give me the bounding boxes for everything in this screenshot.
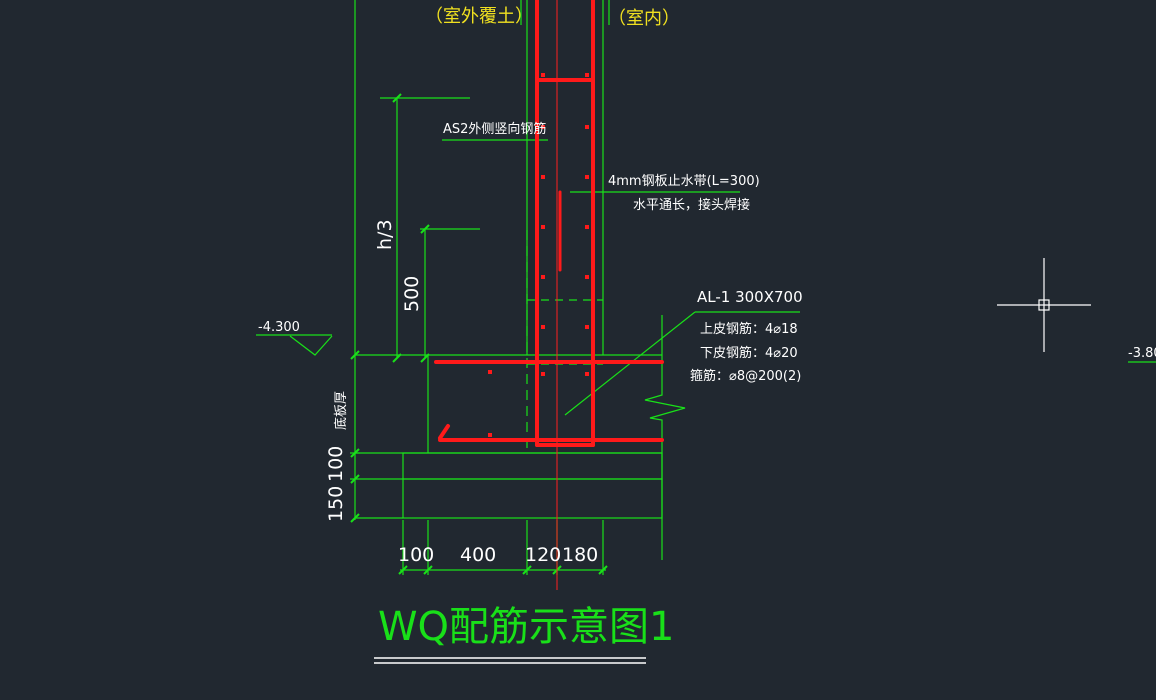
outdoor-fill-label: （室外覆土） bbox=[425, 6, 533, 27]
drawing-title: WQ配筋示意图1 bbox=[378, 604, 674, 650]
elevation-right: -3.80 bbox=[1128, 346, 1156, 361]
waterstop-note-1: 4mm钢板止水带(L=300) bbox=[608, 174, 760, 189]
dim-150-left: 150 bbox=[325, 486, 347, 522]
dim-500: 500 bbox=[401, 276, 423, 312]
rebar-dots bbox=[488, 73, 589, 437]
slab-thickness-label: 底板厚 bbox=[333, 391, 349, 430]
crosshair-cursor-icon[interactable] bbox=[997, 258, 1091, 352]
as2-note: AS2外侧竖向钢筋 bbox=[443, 121, 546, 137]
beam-bottom-rebar: 下皮钢筋：4⌀20 bbox=[700, 345, 798, 361]
elevation-left: -4.300 bbox=[258, 320, 300, 335]
dim-100-left: 100 bbox=[325, 446, 347, 482]
beam-stirrup: 箍筋：⌀8@200(2) bbox=[690, 368, 801, 384]
dim-bottom-100: 100 bbox=[398, 544, 434, 566]
concrete-outline bbox=[256, 0, 1156, 664]
dim-bottom-400: 400 bbox=[460, 544, 496, 566]
dim-h3: h/3 bbox=[374, 219, 396, 250]
beam-name: AL-1 300X700 bbox=[697, 288, 803, 306]
waterstop-note-2: 水平通长，接头焊接 bbox=[633, 197, 750, 213]
beam-top-rebar: 上皮钢筋：4⌀18 bbox=[700, 321, 798, 337]
indoor-label: （室内） bbox=[608, 8, 680, 29]
dim-bottom-180: 180 bbox=[562, 544, 598, 566]
dim-bottom-120: 120 bbox=[525, 544, 561, 566]
rebar-group bbox=[434, 0, 664, 447]
